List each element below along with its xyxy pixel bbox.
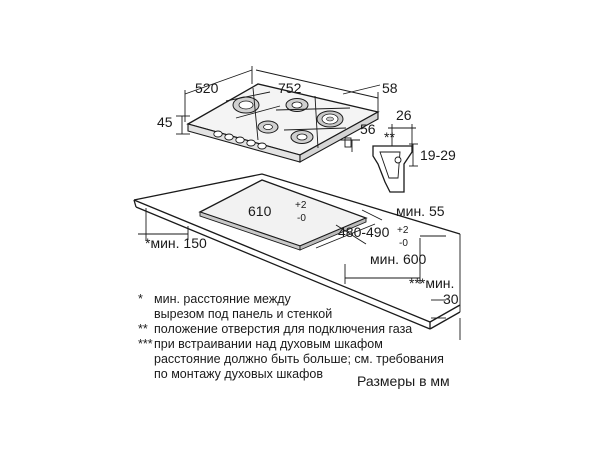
dim-min-30-label: ***мин. bbox=[409, 275, 454, 291]
note-text: вырезом под панель и стенкой bbox=[154, 307, 333, 321]
cooktop bbox=[186, 83, 380, 163]
dim-26: 26 bbox=[396, 107, 412, 123]
dim-56: 56 bbox=[360, 121, 376, 137]
cutout-width-tol-top: +2 bbox=[295, 200, 307, 211]
note-row: * мин. расстояние между bbox=[138, 292, 478, 307]
gas-connection-detail bbox=[372, 124, 418, 193]
cutout-depth-value: 480-490 bbox=[338, 224, 390, 240]
note-mark: ** bbox=[138, 322, 148, 336]
note-row: *** при встраивании над духовым шкафом bbox=[138, 337, 478, 352]
cutout-width-value: 610 bbox=[248, 203, 272, 219]
pan-supports bbox=[225, 87, 351, 149]
burner-top-middle bbox=[285, 98, 309, 112]
gas-connector bbox=[344, 137, 352, 148]
note-mark bbox=[138, 352, 154, 367]
control-knobs bbox=[213, 130, 267, 150]
dim-752: 752 bbox=[278, 80, 302, 96]
note-text: положение отверстия для подключения газа bbox=[154, 322, 413, 336]
note-mark bbox=[138, 367, 154, 382]
burner-front-right bbox=[290, 130, 314, 144]
knob-3 bbox=[235, 136, 245, 144]
dim-19-29: 19-29 bbox=[420, 147, 456, 163]
dim-cutout-width: 610 bbox=[248, 203, 272, 219]
cutout-width-tol-bot: -0 bbox=[297, 213, 306, 224]
dim-min-600: мин. 600 bbox=[370, 251, 427, 267]
dim-520: 520 bbox=[195, 80, 219, 96]
burner-wok-right bbox=[316, 110, 344, 128]
note-text: мин. расстояние между bbox=[154, 292, 291, 306]
knob-1 bbox=[213, 130, 223, 138]
dim-min-30-value: 30 bbox=[443, 291, 459, 307]
burner-large-left bbox=[232, 96, 260, 114]
burner-front-middle bbox=[257, 120, 279, 134]
note-mark: * bbox=[138, 292, 143, 306]
knob-5 bbox=[257, 142, 267, 150]
cooktop-side-edge bbox=[299, 111, 379, 163]
dim-58: 58 bbox=[382, 80, 398, 96]
dim-45: 45 bbox=[157, 114, 173, 130]
cutout-dimension-lines bbox=[138, 208, 461, 340]
note-row: по монтажу духовых шкафов bbox=[138, 367, 478, 382]
countertop bbox=[133, 173, 461, 330]
cutout-depth-tol-bot: -0 bbox=[399, 238, 408, 249]
note-text: расстояние должно быть больше; см. требо… bbox=[154, 352, 444, 366]
gas-hole-marker bbox=[394, 156, 402, 164]
note-row: вырезом под панель и стенкой bbox=[138, 307, 478, 322]
note-text: при встраивании над духовым шкафом bbox=[154, 337, 383, 351]
units-label: Размеры в мм bbox=[357, 373, 450, 389]
footnotes: * мин. расстояние между вырезом под пане… bbox=[138, 292, 478, 382]
dim-min-150: *мин. 150 bbox=[145, 235, 207, 251]
countertop-cutout bbox=[198, 179, 368, 251]
dim-min-55: мин. 55 bbox=[396, 203, 445, 219]
note-row: расстояние должно быть больше; см. требо… bbox=[138, 352, 478, 367]
dim-cutout-depth: 480-490 bbox=[338, 224, 390, 240]
cooktop-dimension-lines bbox=[176, 66, 381, 152]
gas-position-marker: ** bbox=[384, 129, 395, 145]
note-mark bbox=[138, 307, 154, 322]
cutout-depth-tol-top: +2 bbox=[397, 225, 409, 236]
note-text: по монтажу духовых шкафов bbox=[154, 367, 323, 381]
note-row: ** положение отверстия для подключения г… bbox=[138, 322, 478, 337]
knob-2 bbox=[224, 133, 234, 141]
knob-4 bbox=[246, 139, 256, 147]
note-mark: *** bbox=[138, 337, 153, 351]
